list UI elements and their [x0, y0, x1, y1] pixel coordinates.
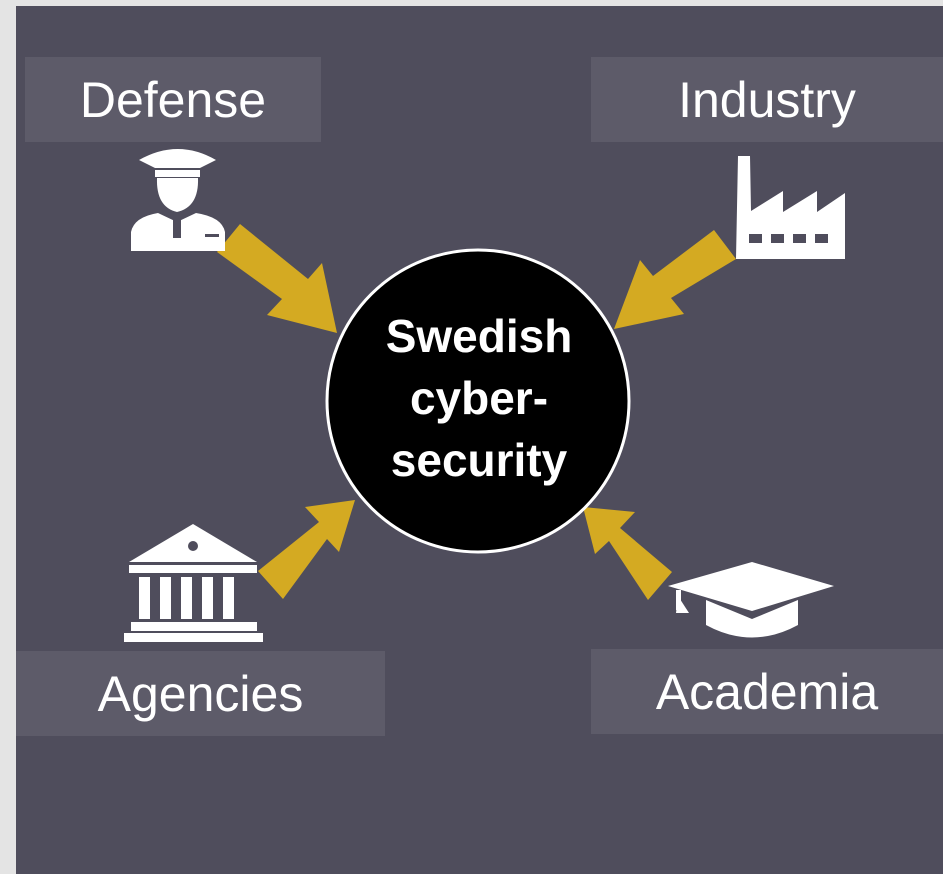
graduation-cap-icon — [668, 562, 834, 638]
academia-label: Academia — [591, 649, 943, 734]
defense-arrow — [217, 224, 337, 333]
center-title-line-1: Swedish — [385, 310, 573, 362]
center-title: Swedish cyber- security — [331, 283, 627, 513]
officer-icon — [131, 149, 225, 251]
center-title-line-2: cyber- — [409, 372, 549, 424]
center-title-line-3: security — [390, 434, 568, 486]
center-circle — [325, 248, 631, 554]
factory-icon — [736, 156, 845, 259]
agencies-label: Agencies — [16, 651, 385, 736]
defense-label: Defense — [25, 57, 321, 142]
industry-arrow — [614, 230, 736, 329]
academia-arrow — [583, 507, 672, 600]
government-building-icon — [124, 524, 263, 642]
agencies-arrow — [258, 500, 355, 599]
industry-label: Industry — [591, 57, 943, 142]
